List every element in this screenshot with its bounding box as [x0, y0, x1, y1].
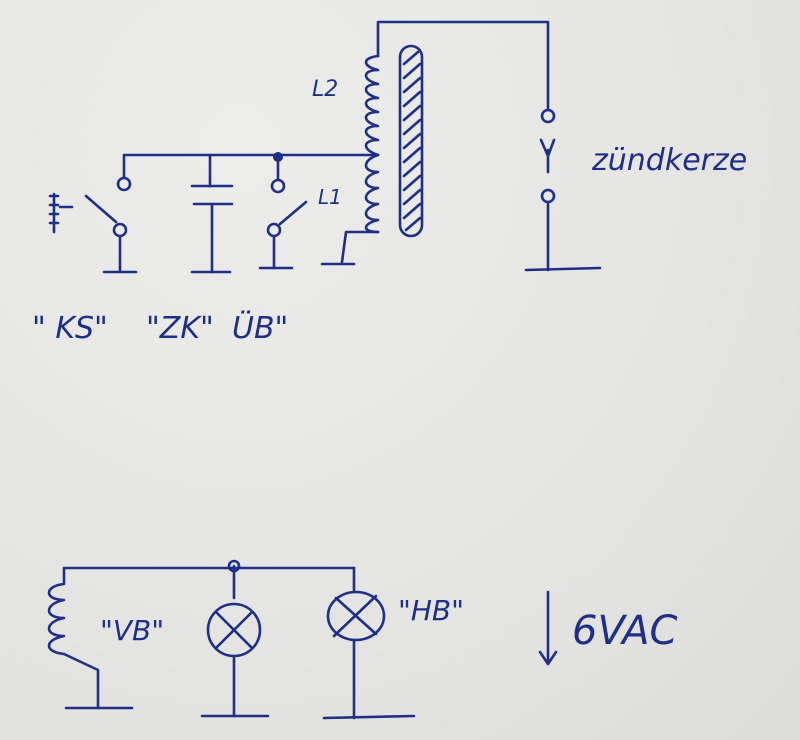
switch-label-zk: "ZK" [146, 311, 214, 346]
lamp-vb-cross [214, 610, 254, 650]
lamp-hb-cross [332, 594, 378, 638]
ks-switch-contact-top [116, 176, 132, 192]
primary-coil-winding [364, 153, 380, 234]
secondary-coil-winding [364, 54, 380, 157]
switch-label-ub: ÜB" [232, 310, 288, 346]
spark-plug-terminal-top [540, 108, 556, 124]
iron-core [398, 44, 424, 238]
bottom-coil-winding [47, 566, 100, 710]
ub-switch-lever [278, 200, 308, 226]
ground-stub-left-hatch [48, 194, 60, 225]
ub-switch-contact-top [270, 178, 286, 194]
lamp-hb-label: "HB" [398, 594, 464, 627]
spark-plug-ground-bar [524, 266, 602, 272]
spark-plug-label: zündkerze [591, 143, 747, 178]
ks-switch-lever [84, 194, 118, 224]
voltage-label: 6VAC [572, 608, 677, 654]
voltage-arrow [538, 590, 558, 666]
ub-switch-contact-bottom [266, 222, 282, 238]
lamp-vb-label: "VB" [100, 614, 164, 647]
lamp-hb-bulb [326, 590, 386, 642]
primary-coil-label: L1 [318, 185, 342, 209]
secondary-coil-label: L2 [312, 77, 338, 102]
spark-plug-terminal-bottom [540, 188, 556, 204]
lamp-hb-ground-bar [322, 714, 416, 720]
spark-plug-gap-arrow [539, 138, 556, 174]
secondary-coil-top-lead [376, 20, 550, 112]
switch-label-ks: " KS" [32, 311, 108, 346]
primary-coil-lower-lead [340, 230, 380, 264]
ks-switch-contact-bottom [112, 222, 128, 238]
iron-core-hatch [402, 50, 422, 232]
